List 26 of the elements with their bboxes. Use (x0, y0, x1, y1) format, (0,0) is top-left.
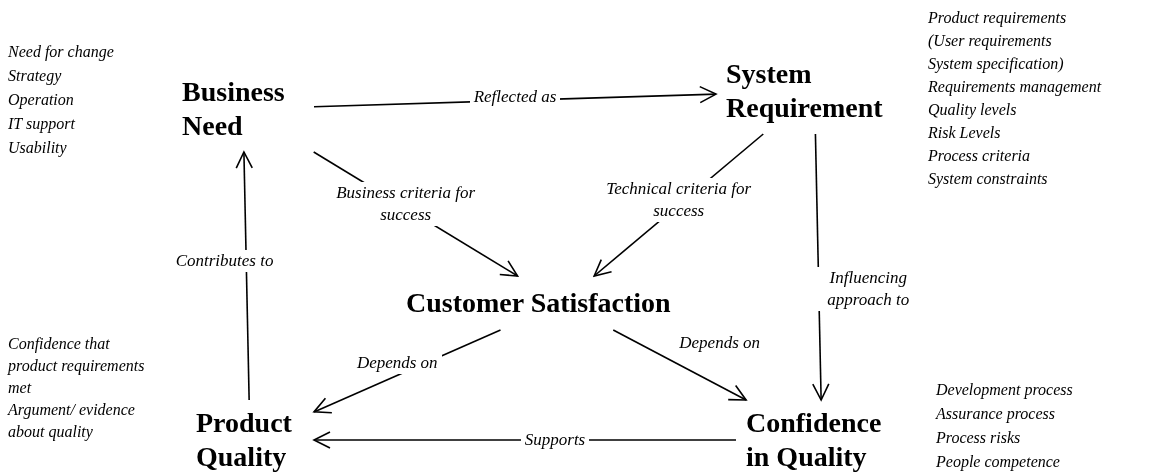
concept-title: Confidence in Quality (745, 406, 883, 474)
arrow (235, 151, 254, 401)
attribute-text: Argument/ evidence about quality (8, 400, 136, 443)
attribute-text: Product requirements (928, 8, 1068, 29)
attribute-text: Process risks (936, 428, 1022, 448)
attribute-text: Quality levels (928, 100, 1018, 121)
attribute-text: Usability (8, 138, 68, 159)
attribute-text: Need for change (8, 42, 115, 63)
concept-title: Customer Satisfaction (405, 286, 672, 320)
attribute-text: Process criteria (928, 146, 1032, 166)
attribute-text: Risk Levels (928, 123, 1002, 143)
attribute-text: (User requirements (928, 31, 1053, 52)
arrow (612, 329, 747, 401)
attribute-text: System constraints (928, 169, 1049, 190)
attribute-text: Strategy (8, 66, 63, 87)
attribute-text: Confidence that product requirements met (8, 334, 146, 398)
attribute-text: Operation (8, 90, 75, 111)
concept-title: Product Quality (195, 406, 293, 474)
attribute-text: System specification) (928, 54, 1065, 75)
attribute-text: Requirements management (928, 77, 1103, 98)
attribute-text: Assurance process (936, 404, 1056, 425)
concept-title: System Requirement (725, 57, 884, 125)
attribute-text: People competence (936, 452, 1061, 473)
concept-title: Business Need (181, 75, 286, 143)
attribute-text: IT support (8, 114, 76, 135)
attribute-text: Development process (936, 380, 1074, 401)
